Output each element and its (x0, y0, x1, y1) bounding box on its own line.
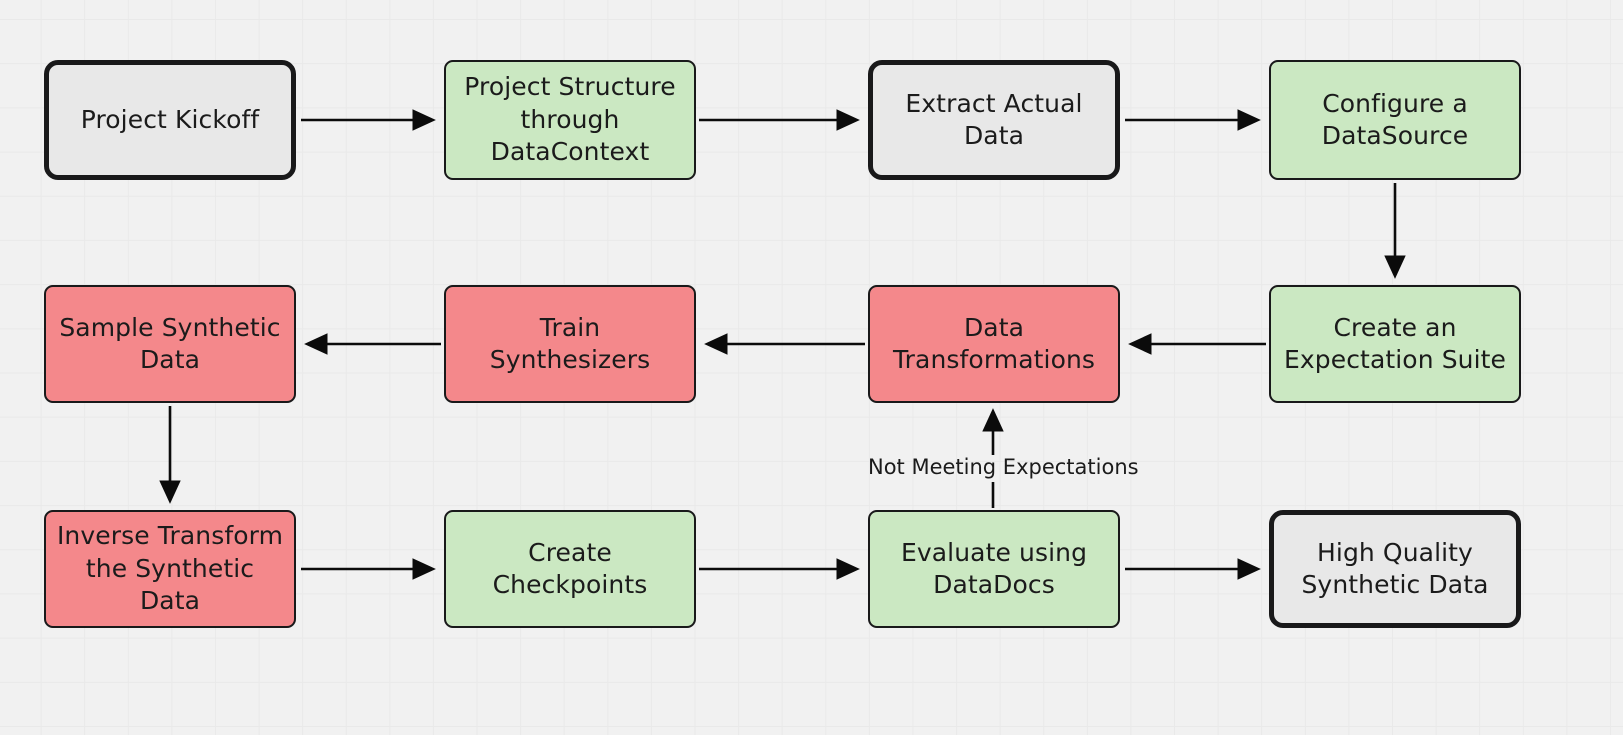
node-configure-a-datasource[interactable]: Configure a DataSource (1269, 60, 1521, 180)
node-project-kickoff[interactable]: Project Kickoff (44, 60, 296, 180)
node-project-structure-through-datacontext[interactable]: Project Structure through DataContext (444, 60, 696, 180)
node-high-quality-synthetic-data[interactable]: High Quality Synthetic Data (1269, 510, 1521, 628)
node-train-synthesizers[interactable]: Train Synthesizers (444, 285, 696, 403)
edge-label-not-meeting-expectations: Not Meeting Expectations (868, 455, 1139, 479)
node-create-checkpoints[interactable]: Create Checkpoints (444, 510, 696, 628)
node-extract-actual-data[interactable]: Extract Actual Data (868, 60, 1120, 180)
node-sample-synthetic-data[interactable]: Sample Synthetic Data (44, 285, 296, 403)
node-create-an-expectation-suite[interactable]: Create an Expectation Suite (1269, 285, 1521, 403)
node-evaluate-using-datadocs[interactable]: Evaluate using DataDocs (868, 510, 1120, 628)
node-inverse-transform-the-synthetic-data[interactable]: Inverse Transform the Synthetic Data (44, 510, 296, 628)
node-data-transformations[interactable]: Data Transformations (868, 285, 1120, 403)
